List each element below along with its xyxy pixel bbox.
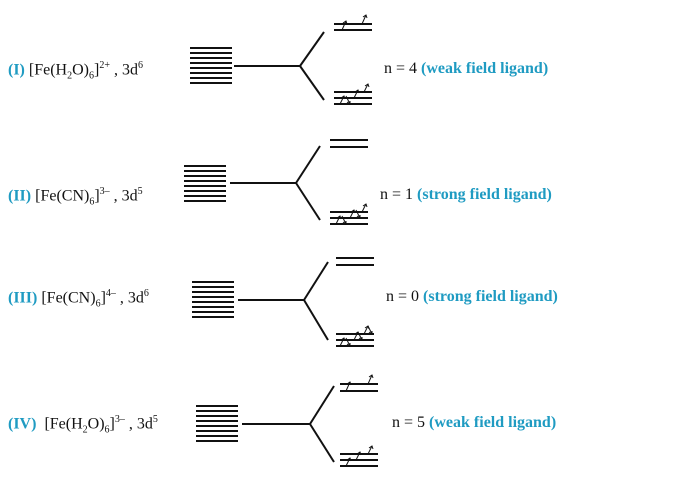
formula-part: [Fe(H (28, 61, 68, 79)
formula-sub: 2 (82, 424, 88, 436)
split-lines (238, 261, 329, 341)
t2g-electrons (345, 445, 374, 467)
row-label: (IV) (8, 415, 37, 433)
formula-part: ] (109, 415, 115, 433)
charge: 4– (105, 288, 116, 299)
row-2: (II) [Fe(CN)6]3– , 3d5 (0, 122, 694, 244)
n-value: n = 0 (386, 288, 420, 305)
formula-sub: 2 (67, 70, 73, 82)
splitting-diagram (190, 14, 372, 105)
row-label: (III) (8, 289, 38, 307)
degenerate-levels (184, 165, 226, 202)
config-exp: 6 (143, 288, 149, 299)
unpaired-result: n = 4 (weak field ligand) (384, 60, 548, 78)
formula-part: O) (87, 415, 105, 433)
row-label: (I) (8, 61, 25, 79)
formula-part: [Fe(CN) (35, 187, 90, 205)
row-4: (IV) [Fe(H2O)6]3– , 3d5 (0, 366, 694, 488)
t2g-electrons (335, 203, 368, 225)
n-value: n = 5 (392, 414, 426, 431)
formula-part: [Fe(H (44, 415, 83, 433)
complex-formula: (IV) [Fe(H2O)6]3– , 3d5 (8, 414, 158, 436)
splitting-diagram (192, 257, 374, 347)
formula-part: ] (100, 289, 106, 307)
splitting-diagram (184, 139, 368, 225)
eg-levels (340, 383, 378, 392)
degenerate-levels (190, 47, 232, 84)
field-type: (strong field ligand) (423, 288, 558, 305)
charge: 3– (99, 186, 110, 197)
t2g-electrons (339, 83, 370, 105)
unpaired-result: n = 0 (strong field ligand) (386, 288, 558, 306)
split-lines (234, 31, 325, 101)
n-value: n = 1 (380, 186, 414, 203)
eg-electrons (341, 14, 368, 31)
row-1: (I) [Fe(H2O)6]2+ , 3d6 (0, 0, 694, 122)
t2g-levels (340, 453, 378, 467)
charge: 2+ (99, 60, 110, 71)
charge: 3– (114, 414, 125, 425)
formula-part: ] (94, 61, 100, 79)
field-type: (weak field ligand) (429, 414, 557, 431)
eg-levels (334, 23, 372, 31)
eg-levels (330, 139, 368, 148)
field-type: (weak field ligand) (421, 60, 549, 77)
complex-formula: (III) [Fe(CN)6]4– , 3d6 (8, 288, 149, 310)
t2g-levels (330, 211, 368, 225)
degenerate-levels (196, 405, 238, 442)
complex-formula: (II) [Fe(CN)6]3– , 3d5 (8, 186, 143, 208)
complex-formula: (I) [Fe(H2O)6]2+ , 3d6 (8, 60, 143, 82)
n-value: n = 4 (384, 60, 418, 77)
config: , 3d (128, 415, 153, 433)
formula-part: ] (94, 187, 100, 205)
config: , 3d (113, 61, 138, 79)
formula-part: O) (72, 61, 89, 79)
t2g-levels (334, 91, 372, 105)
config: , 3d (113, 187, 138, 205)
formula-sub: 6 (89, 196, 95, 208)
unpaired-result: n = 5 (weak field ligand) (392, 414, 556, 432)
config-exp: 5 (137, 186, 143, 197)
config-exp: 6 (137, 60, 143, 71)
formula-sub: 6 (95, 298, 101, 310)
split-lines (230, 145, 321, 221)
formula-sub: 6 (104, 424, 110, 436)
config-exp: 5 (152, 414, 158, 425)
formula-part: [Fe(CN) (41, 289, 96, 307)
unpaired-result: n = 1 (strong field ligand) (380, 186, 552, 204)
row-3: (III) [Fe(CN)6]4– , 3d6 (0, 244, 694, 366)
formula-sub: 6 (89, 70, 94, 82)
splitting-diagram (196, 374, 378, 467)
degenerate-levels (192, 281, 234, 318)
field-type: (strong field ligand) (417, 186, 552, 203)
eg-electrons (345, 374, 374, 392)
split-lines (242, 385, 335, 463)
t2g-electrons (339, 325, 373, 347)
row-label: (II) (8, 187, 32, 205)
eg-levels (336, 257, 374, 266)
config: , 3d (119, 289, 144, 307)
